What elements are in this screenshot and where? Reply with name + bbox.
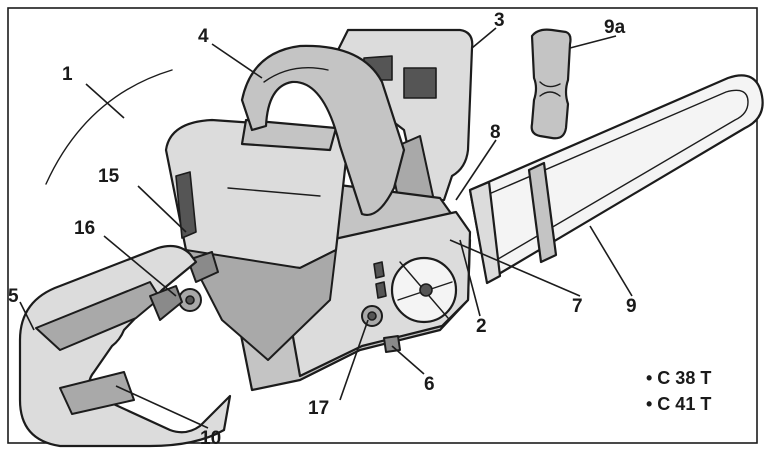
callout-4: 4 [198,26,209,47]
callout-16: 16 [74,218,95,239]
callout-6: 6 [424,374,435,395]
front-handle [240,44,406,217]
callout-17: 17 [308,398,329,419]
kickback-arc [45,69,173,185]
engine-body [164,118,472,392]
callout-5: 5 [8,286,19,307]
leader-lines [19,27,633,429]
callout-3: 3 [494,10,505,31]
model-c38t: • C 38 T [646,368,711,388]
callout-1: 1 [62,64,73,85]
callout-10: 10 [200,428,221,449]
callout-9: 9 [626,296,637,317]
spare-part-9a [530,28,572,140]
callout-9a: 9a [604,17,626,38]
callout-8: 8 [490,122,501,143]
callout-2: 2 [476,316,487,337]
model-c41t: • C 41 T [646,394,711,414]
guide-bar [468,74,764,285]
callout-7: 7 [572,296,583,317]
callout-15: 15 [98,166,120,187]
diagram-frame [7,7,758,444]
